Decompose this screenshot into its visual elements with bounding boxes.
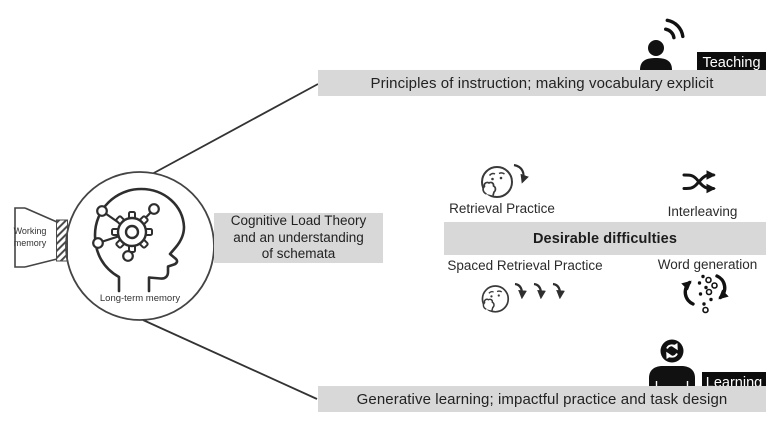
interleaving-label: Interleaving [667,204,738,219]
clt-line-1: Cognitive Load Theory [230,212,367,228]
cognitive-load-theory-box: Cognitive Load Theory and an understandi… [214,213,383,263]
processing-person-icon [649,339,695,387]
thinking-face-arrow-icon [481,163,529,198]
spaced-retrieval-label: Spaced Retrieval Practice [447,258,603,273]
teaching-badge: Teaching [697,52,766,74]
clt-line-3: of schemata [261,246,336,262]
teaching-bar-text: Principles of instruction; making vocabu… [370,74,714,92]
teaching-badge-label: Teaching [702,55,761,71]
working-memory-funnel [14,207,58,268]
retrieval-practice-label: Retrieval Practice [449,201,555,216]
funnel-hatch-band [56,219,68,262]
thinking-face-three-arrows-icon [481,282,565,313]
learning-bar: Generative learning; impactful practice … [318,386,766,412]
gear-icon [111,211,153,253]
long-term-memory-label: Long-term memory [99,293,181,304]
desirable-difficulties-bar: Desirable difficulties [444,222,766,255]
connector-line-teaching [151,83,319,175]
dots-cycle-icon [681,274,729,314]
desirable-difficulties-title: Desirable difficulties [532,230,678,247]
speaking-person-icon [640,18,685,70]
shuffle-arrows-icon [682,170,716,194]
connector-line-learning [142,319,318,400]
learning-bar-text: Generative learning; impactful practice … [356,390,728,408]
head-gear-network-icon [92,187,186,293]
working-memory-label: Working memory [13,226,47,248]
teaching-bar: Principles of instruction; making vocabu… [318,70,766,96]
clt-line-2: and an understanding [233,229,364,245]
word-generation-label: Word generation [657,257,758,272]
